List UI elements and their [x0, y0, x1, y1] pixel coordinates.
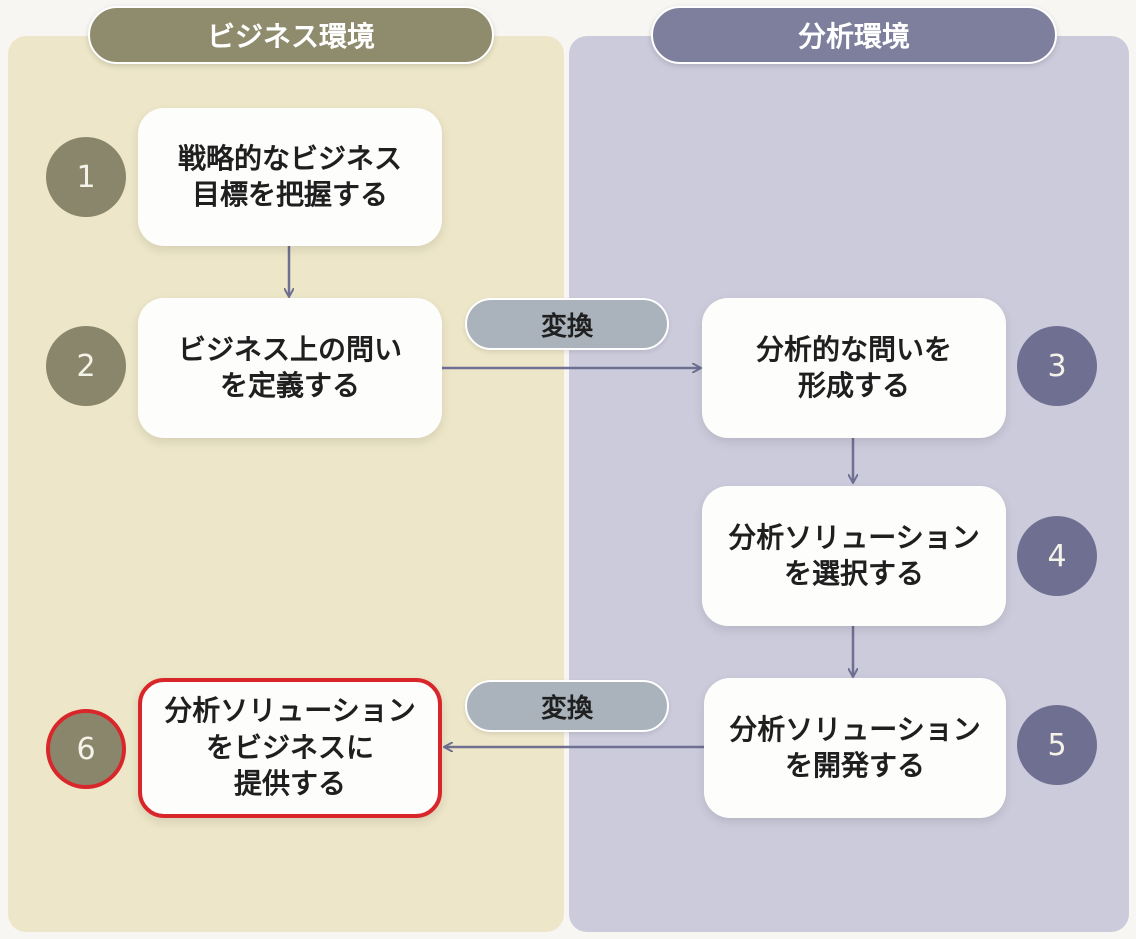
step-5-box: 分析ソリューション を開発する — [704, 678, 1006, 818]
step-1-number-badge: 1 — [46, 137, 126, 217]
business-environment-header: ビジネス環境 — [88, 6, 494, 64]
transform-label-top: 変換 — [465, 298, 669, 350]
step-3-number-badge: 3 — [1017, 326, 1097, 406]
step-6-number-badge: 6 — [46, 709, 126, 789]
step-3-box: 分析的な問いを 形成する — [702, 298, 1006, 438]
step-1-box: 戦略的なビジネス 目標を把握する — [138, 108, 442, 246]
step-6-box: 分析ソリューション をビジネスに 提供する — [138, 678, 442, 818]
step-4-number-badge: 4 — [1017, 516, 1097, 596]
step-2-box: ビジネス上の問い を定義する — [138, 298, 442, 438]
transform-label-bottom: 変換 — [465, 680, 669, 732]
step-4-box: 分析ソリューション を選択する — [702, 486, 1006, 626]
step-2-number-badge: 2 — [46, 326, 126, 406]
step-5-number-badge: 5 — [1017, 705, 1097, 785]
analytics-environment-header: 分析環境 — [651, 6, 1057, 64]
